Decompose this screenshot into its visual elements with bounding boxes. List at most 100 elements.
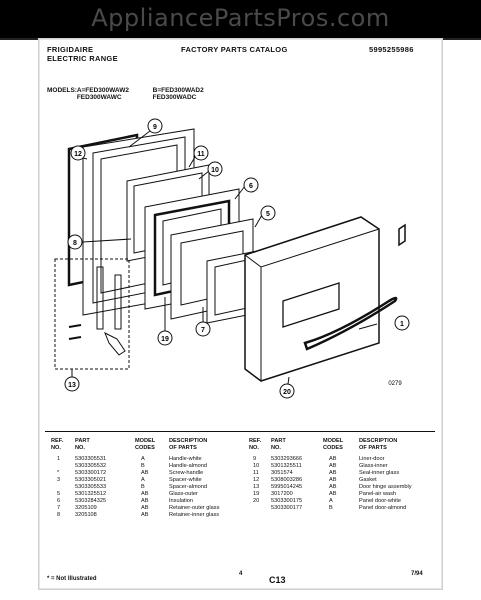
parts-row: 3 5303305021 A Spacer-white <box>51 477 241 484</box>
callout-20: 20 <box>279 383 295 399</box>
brand-line-2: ELECTRIC RANGE <box>47 54 118 63</box>
svg-text:10: 10 <box>211 167 219 174</box>
model-code-cell: B <box>141 484 145 490</box>
ref-cell: 9 <box>253 456 257 462</box>
outer-door-panel-shape <box>244 216 380 382</box>
part-number-cell: 3205108 <box>75 512 97 518</box>
part-number-cell: 5303305532 <box>75 463 107 469</box>
header-codes: CODES <box>323 445 343 451</box>
ref-cell: 6 <box>57 498 61 504</box>
description-cell: Liner-door <box>359 456 385 462</box>
parts-row: 9 5303293666 AB Liner-door <box>249 456 439 463</box>
model-b2: FED300WADC <box>152 94 197 101</box>
model-code-cell: A <box>141 477 145 483</box>
callout-11: 11 <box>193 145 209 161</box>
ref-cell: * <box>57 470 60 476</box>
model-code-cell: AB <box>329 456 337 462</box>
svg-text:13: 13 <box>68 382 76 389</box>
part-number-cell: 5303305021 <box>75 477 107 483</box>
hinge-group-box <box>54 258 130 370</box>
part-number-cell: 5303300175 <box>271 498 303 504</box>
header-part: PART <box>271 438 286 444</box>
model-code-cell: A <box>141 456 145 462</box>
model-code-cell: AB <box>141 498 149 504</box>
model-code-cell: AB <box>329 477 337 483</box>
description-cell: Door hinge assembly <box>359 484 412 490</box>
svg-text:19: 19 <box>161 336 169 343</box>
svg-text:9: 9 <box>153 124 157 131</box>
model-code-cell: AB <box>329 470 337 476</box>
part-number-cell: 5303305533 <box>75 484 107 490</box>
ref-cell: 3 <box>57 477 61 483</box>
ref-cell: 10 <box>253 463 260 469</box>
callout-1: 1 <box>394 315 410 331</box>
svg-text:5: 5 <box>266 211 270 218</box>
models-block: MODELS: A=FED300WAW2 B=FED300WAD2 FED300… <box>47 87 204 101</box>
header-codes: CODES <box>135 445 155 451</box>
parts-row: 5303305533 B Spacer-almond <box>51 484 241 491</box>
part-number-cell: 5301325512 <box>75 491 107 497</box>
header-description: DESCRIPTION <box>169 438 208 444</box>
parts-row: 13 5995014245 AB Door hinge assembly <box>249 484 439 491</box>
model-a2: FED300WAWC <box>76 94 122 101</box>
model-code-cell: AB <box>329 484 337 490</box>
part-number-cell: 3205109 <box>75 505 97 511</box>
header-ref: REF. <box>51 438 64 444</box>
description-cell: Spacer-almond <box>169 484 207 490</box>
part-number-cell: 5303300172 <box>75 470 107 476</box>
page-number: 4 <box>239 571 243 577</box>
header-part-no: NO. <box>75 445 85 451</box>
brand-line-1: FRIGIDAIRE <box>47 45 94 54</box>
description-cell: Panel-air wash <box>359 491 396 497</box>
svg-text:8: 8 <box>73 240 77 247</box>
parts-row: 6 5303284325 AB Insulation <box>51 498 241 505</box>
part-number-cell: 5301325511 <box>271 463 302 469</box>
ref-cell: 13 <box>253 484 260 490</box>
callout-10: 10 <box>207 161 223 177</box>
part-number-cell: 5303300177 <box>271 505 303 511</box>
description-cell: Panel door-white <box>359 498 401 504</box>
header-of-parts: OF PARTS <box>169 445 197 451</box>
part-number-cell: 5303293666 <box>271 456 303 462</box>
description-cell: Retainer-inner glass <box>169 512 220 518</box>
part-number-cell: 5308003286 <box>271 477 303 483</box>
description-cell: Gasket <box>359 477 377 483</box>
description-cell: Retainer-outer glass <box>169 505 220 511</box>
part-number-cell: 3051574 <box>271 470 293 476</box>
ref-cell: 7 <box>57 505 61 511</box>
header-model: MODEL <box>323 438 344 444</box>
not-illustrated-note: * = Not Illustrated <box>47 576 97 582</box>
handle-shape <box>303 296 398 351</box>
description-cell: Handle-white <box>169 456 202 462</box>
part-number-cell: 5303284325 <box>75 498 107 504</box>
description-cell: Panel door-almond <box>359 505 407 511</box>
description-cell: Glass-inner <box>359 463 388 469</box>
ref-cell: 19 <box>253 491 260 497</box>
diagram-code: 0279 <box>388 381 402 387</box>
models-label: MODELS: <box>47 87 77 94</box>
header-ref: REF. <box>249 438 262 444</box>
description-cell: Glass-outer <box>169 491 198 497</box>
exploded-view-diagram: 9 12 11 10 6 8 5 1 19 7 20 13 0279 <box>54 118 410 399</box>
part-number-cell: 5995014245 <box>271 484 303 490</box>
parts-sheet: FRIGIDAIRE ELECTRIC RANGE FACTORY PARTS … <box>38 38 443 590</box>
catalog-number: 5995255986 <box>369 45 414 54</box>
header-part-no: NO. <box>271 445 281 451</box>
description-cell: Spacer-white <box>169 477 202 483</box>
callout-13: 13 <box>64 376 80 392</box>
model-code-cell: A <box>329 498 333 504</box>
description-cell: Insulation <box>169 498 193 504</box>
model-code-cell: AB <box>141 491 149 497</box>
svg-text:20: 20 <box>283 389 291 396</box>
description-cell: Seal-inner glass <box>359 470 400 476</box>
callout-5: 5 <box>260 205 276 221</box>
page-code: C13 <box>269 575 286 585</box>
